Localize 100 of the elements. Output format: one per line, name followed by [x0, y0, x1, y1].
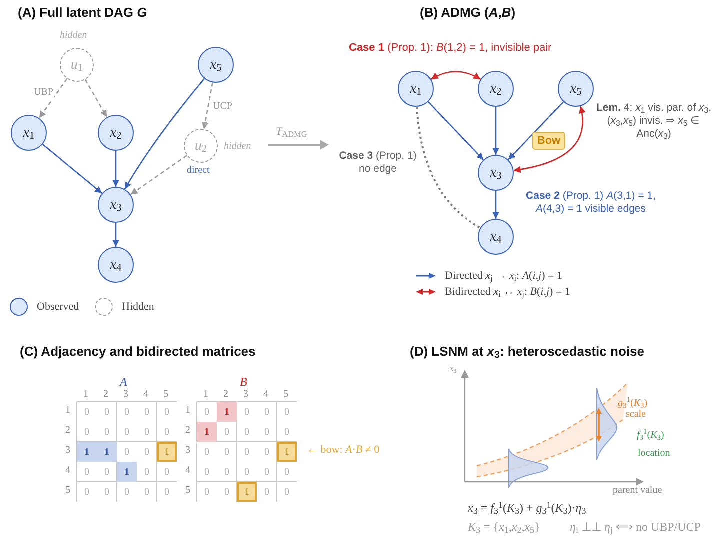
matrix-cell-text: 0 — [204, 466, 210, 480]
column-header: 3 — [122, 389, 130, 402]
column-header: 3 — [242, 389, 250, 402]
row-header: 2 — [64, 425, 72, 438]
legend-text: Directed x$_{j}$ → x$_{i}$: A(i,j) = 1 — [445, 269, 562, 284]
matrix-cell-text: 0 — [244, 406, 250, 420]
matrix-cell-text: 0 — [284, 426, 290, 440]
arrow — [124, 78, 205, 190]
arrow — [492, 107, 500, 155]
row-header: 3 — [64, 445, 72, 458]
row-header: 1 — [64, 405, 72, 418]
row-header: 2 — [184, 425, 192, 438]
arrow — [492, 191, 500, 219]
matrix-cell-text: 0 — [104, 466, 110, 480]
matrix-cell-text: 0 — [204, 446, 210, 460]
legend-text: Hidden — [122, 300, 154, 315]
matrix-cell-text: 0 — [144, 466, 150, 480]
dashed-arrow — [38, 78, 68, 119]
row-header: 1 — [184, 405, 192, 418]
row-header: 4 — [64, 465, 72, 478]
case-note: Case 1 (Prop. 1): B(1,2) = 1, invisible pair — [349, 42, 552, 56]
equation: K$_{3}$ = {x$_{1}$,x$_{2}$,x$_{5}$} — [468, 520, 540, 535]
matrix-cell-text: 0 — [264, 426, 270, 440]
lemma-note: Lem. 4: x$_{1}$ vis. par. of x$_{3}$, (x$_{3}$,x$_{5}$) invis. ⇒ x$_{5}$ ∈ Anc(x$_{3}$) — [596, 102, 712, 142]
matrix-cell-text: 0 — [264, 486, 270, 500]
matrix-cell-text: 0 — [124, 406, 130, 420]
matrix-cell-text: 0 — [164, 406, 170, 420]
edge-note: direct — [187, 165, 210, 178]
column-header: 1 — [82, 389, 90, 402]
matrix-cell-text: 0 — [284, 466, 290, 480]
matrix-cell-text: 0 — [84, 486, 90, 500]
matrix-cell-text: 0 — [144, 486, 150, 500]
matrix-cell-text: 0 — [104, 486, 110, 500]
edge-label: UBP — [33, 87, 54, 99]
matrix-cell: 1 — [117, 462, 137, 482]
case-note: Case 2 (Prop. 1) A(3,1) = 1, A(4,3) = 1 visible edges — [525, 190, 657, 216]
panel-title: (C) Adjacency and bidirected matrices — [20, 344, 256, 360]
matrix-cell-text: 0 — [84, 406, 90, 420]
column-header: 4 — [142, 389, 150, 402]
dashed-arrow — [202, 82, 214, 130]
matrix-cell-text: 0 — [264, 406, 270, 420]
matrix-cell: 1 — [97, 442, 117, 462]
matrix-label: A — [120, 375, 128, 390]
matrix-cell-text: 0 — [124, 446, 130, 460]
arrow — [428, 102, 484, 160]
panel-title: (B) ADMG (A,B) — [420, 5, 516, 22]
row-header: 4 — [184, 465, 192, 478]
matrix-cell-text: 0 — [204, 406, 210, 420]
matrix-cell-text: 0 — [264, 446, 270, 460]
curve-label: location — [638, 448, 670, 460]
arrow — [508, 102, 564, 160]
matrix-cell: 1 — [197, 422, 217, 442]
matrix-cell-text: 0 — [224, 426, 230, 440]
matrix-cell-text: 0 — [84, 466, 90, 480]
legend-text: Bidirected x$_{i}$ ↔ x$_{j}$: B(i,j) = 1 — [445, 285, 570, 300]
curve-label: f$_{3}$$^{1}$(K$_{3}$) — [637, 430, 664, 442]
matrix-cell-text: 0 — [164, 486, 170, 500]
equation: x$_{3}$ = f$_{3}$$^{1}$(K$_{3}$) + g$_{3}$$^{1}$(K$_{3}$)·η$_{3}$ — [468, 501, 586, 516]
matrix-cell-text: 0 — [104, 406, 110, 420]
bow-tag: Bow — [532, 132, 566, 150]
axis-label: parent value — [613, 485, 662, 498]
matrix-cell-text: 0 — [264, 466, 270, 480]
node-note: hidden — [60, 29, 88, 43]
matrix-cell-text: 0 — [244, 446, 250, 460]
matrix-cell-text: 0 — [144, 406, 150, 420]
matrix-cell-text: 0 — [224, 466, 230, 480]
legend-text: Observed — [37, 300, 80, 315]
matrix-label: B — [240, 375, 248, 390]
arrow — [42, 144, 103, 194]
matrix-cell-text: 0 — [104, 426, 110, 440]
matrix-cell-text: 0 — [84, 426, 90, 440]
column-header: 1 — [202, 389, 210, 402]
curve-label: g$_{3}$$^{1}$(K$_{3}$) — [618, 398, 648, 410]
dashed-arrow — [130, 155, 188, 196]
bow-note: ← bow: A·B ≠ 0 — [307, 444, 380, 458]
matrix-cell: 1 — [237, 482, 257, 502]
axis-label: x$_{3}$ — [450, 364, 457, 374]
row-header: 3 — [184, 445, 192, 458]
column-header: 5 — [162, 389, 170, 402]
column-header: 2 — [102, 389, 110, 402]
matrix-cell: 1 — [277, 442, 297, 462]
column-header: 4 — [262, 389, 270, 402]
matrix-cell: 1 — [217, 402, 237, 422]
column-header: 5 — [282, 389, 290, 402]
node-note: hidden — [224, 140, 252, 154]
matrix-cell-text: 0 — [124, 486, 130, 500]
matrix-cell-text: 0 — [244, 426, 250, 440]
matrix-cell: 1 — [77, 442, 97, 462]
matrix-cell-text: 0 — [224, 486, 230, 500]
arrow — [112, 151, 120, 187]
matrix-cell-text: 0 — [164, 466, 170, 480]
matrix-cell-text: 0 — [284, 406, 290, 420]
matrix-cell-text: 0 — [284, 486, 290, 500]
matrix-cell-text: 0 — [144, 426, 150, 440]
matrix-cell-text: 0 — [164, 426, 170, 440]
panel-title: (D) LSNM at x$_{3}$: heteroscedastic noise — [410, 344, 644, 360]
arrow — [112, 223, 120, 247]
arrow — [430, 71, 482, 80]
matrix-cell-text: 0 — [224, 446, 230, 460]
matrix-cell: 1 — [157, 442, 177, 462]
